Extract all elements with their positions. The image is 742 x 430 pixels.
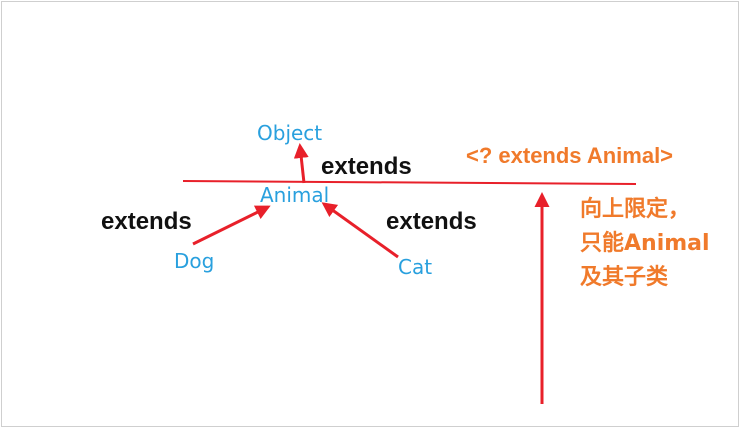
edge-label-dog-animal: extends	[101, 208, 192, 235]
cat-to-animal-arrow	[321, 202, 399, 259]
node-animal: Animal	[260, 183, 330, 207]
upper-bound-line	[182, 180, 637, 185]
bound-note: 向上限定， 只能Animal 及其子类	[580, 193, 710, 295]
bound-note-line-2: 只能Animal	[580, 231, 710, 256]
bound-note-line-1: 向上限定，	[580, 197, 691, 222]
node-dog: Dog	[174, 249, 215, 273]
dog-to-animal-arrow	[192, 205, 271, 246]
animal-to-object-arrow	[293, 143, 309, 184]
bound-note-line-3: 及其子类	[580, 265, 669, 290]
edge-label-animal-object: extends	[321, 153, 412, 180]
node-object: Object	[257, 121, 323, 145]
bound-title: <? extends Animal>	[466, 143, 674, 168]
edge-label-cat-animal: extends	[386, 208, 477, 235]
node-cat: Cat	[398, 255, 433, 279]
